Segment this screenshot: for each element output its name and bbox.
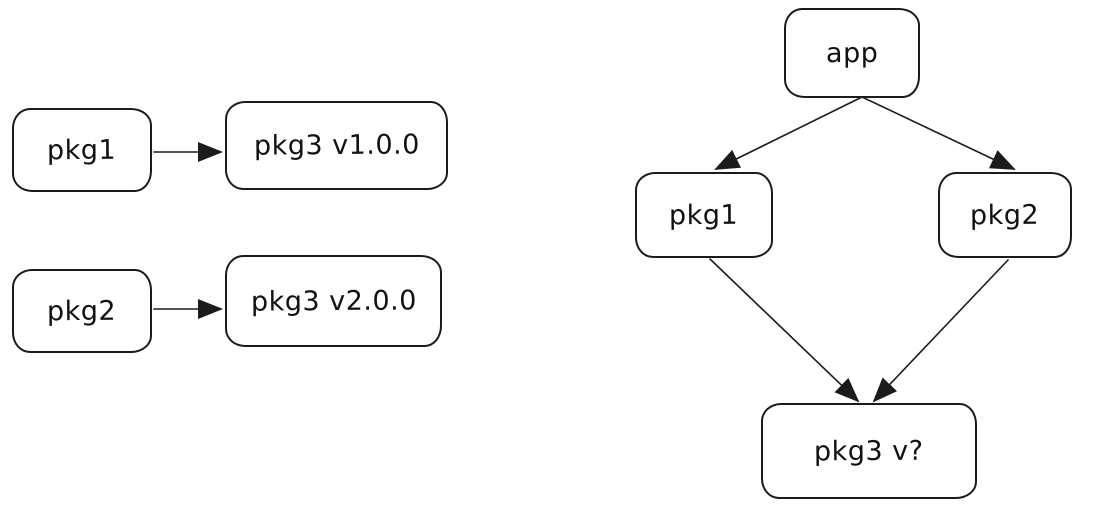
node-left-pkg3-v2: pkg3 v2.0.0 (225, 255, 442, 347)
node-pkg1: pkg1 (635, 172, 773, 258)
node-pkg1-label: pkg1 (669, 199, 739, 231)
node-left-pkg3-v2-label: pkg3 v2.0.0 (250, 284, 417, 318)
node-left-pkg2-label: pkg2 (47, 295, 117, 327)
node-left-pkg3-v1: pkg3 v1.0.0 (225, 101, 448, 190)
node-app-label: app (825, 37, 879, 69)
node-pkg2: pkg2 (938, 172, 1072, 258)
node-left-pkg1-label: pkg1 (47, 134, 117, 166)
node-left-pkg2: pkg2 (12, 269, 152, 353)
node-pkg2-label: pkg2 (970, 199, 1040, 231)
edge-app-to-pkg2 (861, 96, 1016, 170)
edge-pkg1-to-pkg3 (709, 258, 860, 403)
edge-app-to-pkg1 (714, 96, 863, 170)
edge-pkg2-to-pkg3 (872, 259, 1009, 403)
node-pkg3-unknown-label: pkg3 v? (814, 435, 924, 467)
node-pkg3-unknown: pkg3 v? (761, 403, 977, 499)
node-left-pkg3-v1-label: pkg3 v1.0.0 (253, 129, 420, 162)
node-app: app (784, 8, 920, 98)
node-left-pkg1: pkg1 (12, 108, 152, 192)
